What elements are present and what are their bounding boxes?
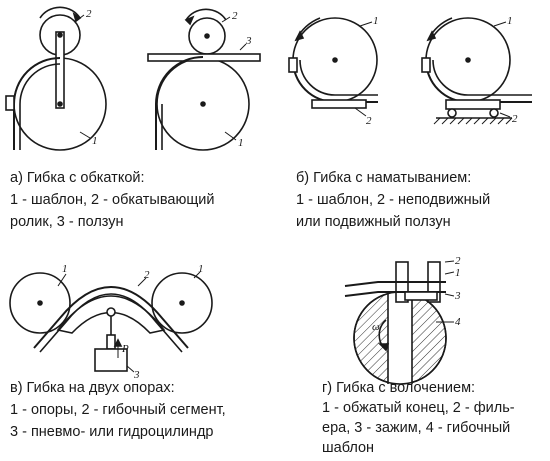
slider [147,53,261,62]
label-2: 2 [144,269,150,281]
label-2: 2 [86,8,92,20]
caption-b-line2: или подвижный ползун [296,214,451,230]
wheel [489,108,499,118]
caption-b-line1: 1 - шаблон, 2 - неподвижный [296,192,491,208]
tube-outer [33,286,189,349]
label-1: 1 [92,135,98,147]
tube-inner [39,293,183,353]
fixed-slider [311,99,367,109]
panel-a-left-roller-bending [5,6,107,151]
tube [344,281,446,287]
label-1: 1 [238,137,244,149]
label-3: 3 [245,35,252,47]
caption-a-title: а) Гибка с обкаткой: [10,170,145,186]
clamp [404,291,438,301]
panel-v-two-support-bending [9,271,213,373]
label-2: 2 [455,255,461,267]
label-2: 2 [512,113,518,125]
clamp [5,95,15,111]
rotation-arrow [39,6,81,19]
label-2: 2 [366,115,372,127]
label-1: 1 [198,263,204,275]
panel-a-right-roller-bending [147,8,261,151]
panel-g-draw-bending [344,260,455,386]
caption-a-line2: ролик, 3 - ползун [10,214,124,230]
label-2: 2 [232,10,238,22]
cylinder-rod [106,334,116,350]
label-3: 3 [133,369,140,381]
cylinder [94,348,128,372]
label-1: 1 [62,263,68,275]
caption-g-title: г) Гибка с волочением: [322,380,476,396]
wheel [447,108,457,118]
caption-g-line3: шаблон [322,440,375,456]
tube [155,56,204,150]
label-1: 1 [455,267,461,279]
label-4: 4 [455,316,461,328]
panel-b-left-winding-bending [288,17,378,117]
clamp [421,57,431,73]
label-1: 1 [373,15,379,27]
rotation-arrow [185,8,227,21]
arm [55,31,65,109]
caption-g-line2: ера, 3 - зажим, 4 - гибочный [322,420,511,436]
label-3: 3 [454,290,461,302]
moving-slider [445,99,501,110]
bending-segment [56,295,166,334]
label-omega: ω [372,321,380,333]
caption-g-line1: 1 - обжатый конец, 2 - филь- [322,400,515,416]
panel-b-right-winding-bending [421,17,532,125]
label-force-p: P [121,343,129,355]
caption-a-line1: 1 - шаблон, 2 - обкатывающий [10,192,215,208]
label-1: 1 [507,15,513,27]
caption-v-title: в) Гибка на двух опорах: [10,380,175,396]
caption-b-title: б) Гибка с наматыванием: [296,170,472,186]
caption-v-line1: 1 - опоры, 2 - гибочный сегмент, [10,402,226,418]
clamp [288,57,298,73]
caption-v-line2: 3 - пневмо- или гидроцилиндр [10,424,214,440]
